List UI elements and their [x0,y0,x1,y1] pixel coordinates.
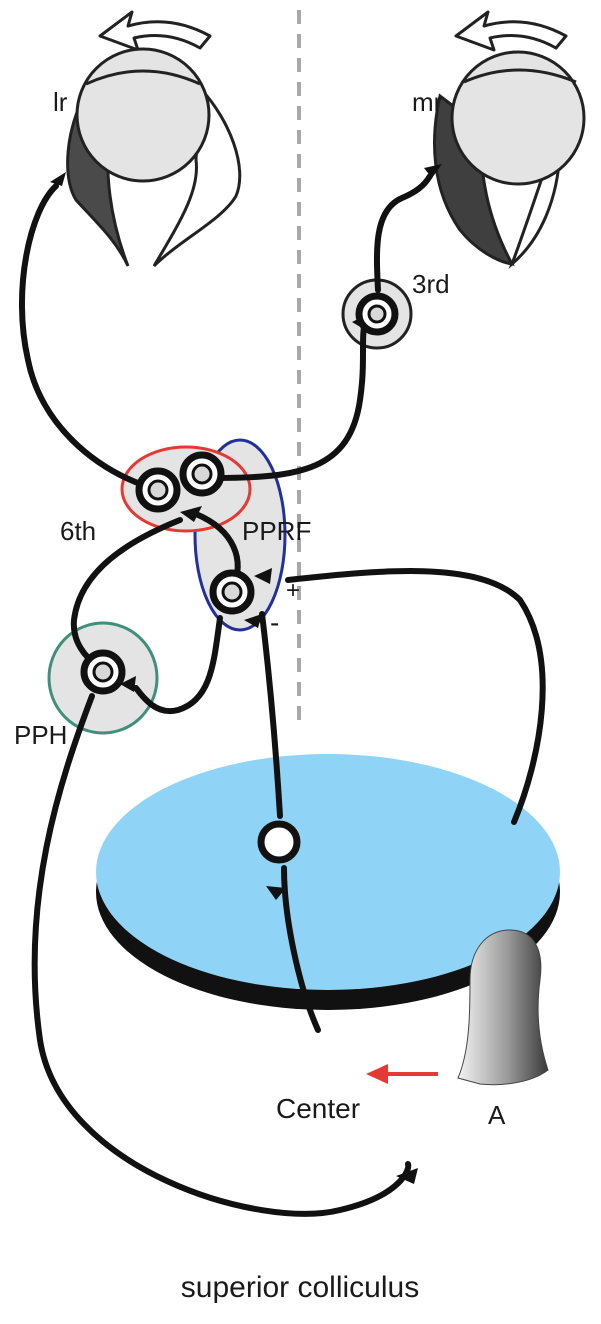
rotation-arrow-icon [454,10,568,52]
label-center: Center [276,1093,360,1124]
pprf-neuron-core [221,581,243,603]
left-eye-icon [66,47,242,268]
label-a: A [488,1100,506,1130]
label-lr: lr [53,87,68,117]
label-minus: - [270,607,279,638]
label-pprf: PPRF [242,516,311,546]
omnipause-neuron [257,820,301,864]
third-motoneuron-core [367,304,387,324]
label-3rd: 3rd [412,269,450,299]
superior-colliculus-disc [96,754,560,1010]
label-pph: PPH [14,720,67,750]
rotation-arrow-icon [98,10,212,52]
activity-hill-icon [457,929,549,1086]
sixth-interneuron-core [191,463,213,485]
caption-superior-colliculus: superior colliculus [181,1271,419,1304]
shift-arrow-icon [366,1064,438,1084]
label-plus: + [286,577,300,604]
neural-connections [19,173,546,1217]
synapse-markers [50,164,442,1184]
right-eye-icon [433,50,586,269]
pph-neuron-core [92,661,114,683]
neurons [80,292,399,864]
label-6th: 6th [60,516,96,546]
label-mr: mr [412,87,443,117]
sixth-motoneuron-core [147,479,169,501]
